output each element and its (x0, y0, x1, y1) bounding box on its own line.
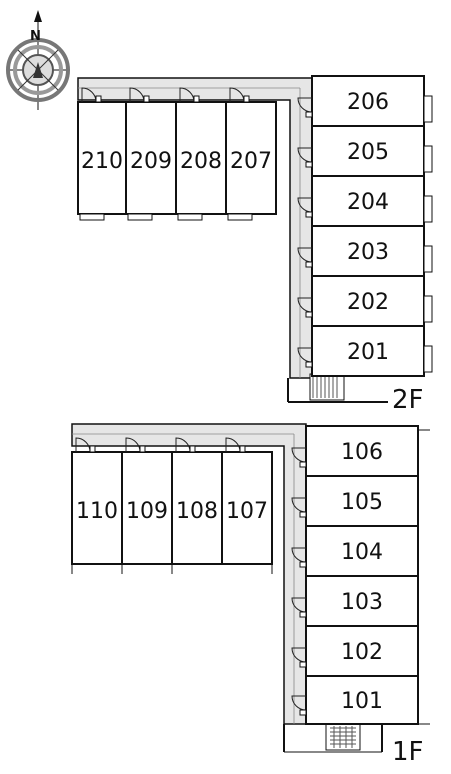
unit-102: 102 (291, 625, 419, 677)
unit-206: 206 (297, 75, 433, 127)
floor-1f-plan: 110 109 108 107 (71, 423, 430, 767)
unit-205: 205 (297, 125, 433, 177)
floor-label-1f: 1F (392, 737, 424, 767)
unit-number: 201 (347, 340, 389, 365)
unit-109: 109 (121, 437, 173, 574)
unit-210: 210 (77, 87, 127, 221)
left-wing-2f: 210 209 208 207 (77, 87, 277, 221)
unit-209: 209 (125, 87, 177, 221)
unit-number: 206 (347, 90, 389, 115)
unit-number: 210 (81, 149, 123, 174)
unit-number: 101 (341, 689, 383, 714)
unit-105: 105 (291, 475, 419, 527)
unit-103: 103 (291, 575, 419, 627)
right-wing-2f: 206 205 204 203 (297, 75, 433, 377)
unit-number: 108 (176, 499, 218, 524)
left-wing-1f: 110 109 108 107 (71, 437, 273, 574)
unit-number: 103 (341, 590, 383, 615)
unit-number: 208 (180, 149, 222, 174)
unit-number: 109 (126, 499, 168, 524)
unit-110: 110 (71, 437, 123, 574)
unit-number: 105 (341, 490, 383, 515)
unit-106: 106 (291, 425, 430, 477)
unit-number: 209 (130, 149, 172, 174)
stairs-2f (309, 373, 345, 401)
unit-202: 202 (297, 275, 433, 327)
compass-rose-icon: N (6, 10, 70, 110)
floor-2f-plan: 210 209 208 207 (77, 75, 433, 415)
north-label: N (30, 29, 41, 44)
unit-number: 107 (226, 499, 268, 524)
unit-number: 204 (347, 190, 389, 215)
stairs-1f (325, 723, 361, 751)
floor-label-2f: 2F (392, 385, 424, 415)
unit-number: 106 (341, 440, 383, 465)
right-wing-1f: 106 105 104 103 (291, 425, 430, 725)
unit-201: 201 (297, 325, 433, 377)
unit-204: 204 (297, 175, 433, 227)
unit-number: 110 (76, 499, 118, 524)
unit-number: 205 (347, 140, 389, 165)
unit-203: 203 (297, 225, 433, 277)
unit-number: 202 (347, 290, 389, 315)
unit-208: 208 (175, 87, 227, 221)
unit-number: 207 (230, 149, 272, 174)
unit-number: 104 (341, 540, 383, 565)
unit-207: 207 (225, 87, 277, 221)
unit-107: 107 (221, 437, 273, 574)
unit-number: 102 (341, 640, 383, 665)
unit-104: 104 (291, 525, 419, 577)
unit-101: 101 (291, 675, 430, 725)
unit-108: 108 (171, 437, 223, 574)
unit-number: 203 (347, 240, 389, 265)
